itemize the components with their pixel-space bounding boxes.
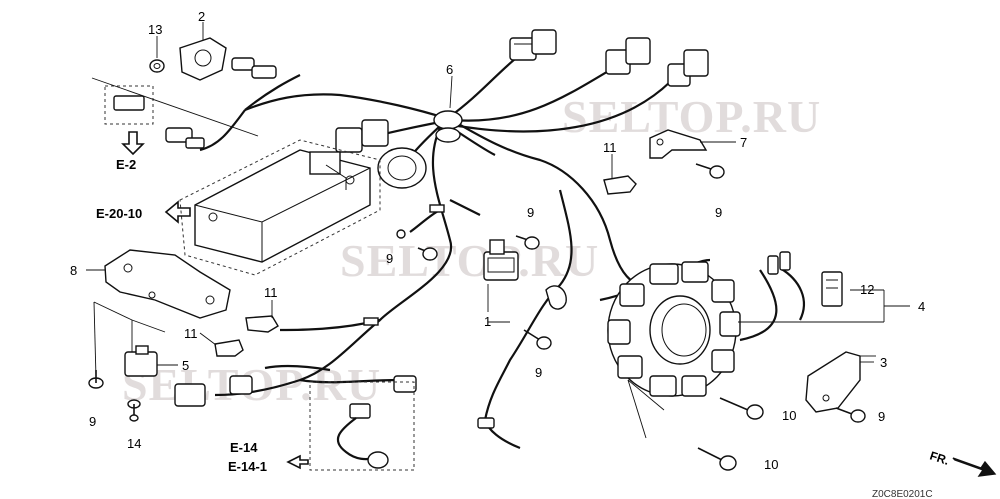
bolt-part-9-upper-right <box>695 163 725 179</box>
callout-9: 9 <box>527 205 534 220</box>
callout-14: 14 <box>127 436 141 451</box>
watermark: SELTOP.RU <box>340 235 599 286</box>
ref-e20-10: E-20-10 <box>96 206 142 221</box>
callout-9: 9 <box>535 365 542 380</box>
relay-part-5 <box>124 345 158 377</box>
connector-bottom <box>477 417 495 429</box>
bracket-part-3 <box>805 351 861 413</box>
sensor-part-2 <box>179 37 277 81</box>
diagram-code: Z0C8E0201C <box>872 489 933 499</box>
arrow-left-icon <box>286 454 309 470</box>
front-direction-label: FR. <box>928 449 951 468</box>
callout-5: 5 <box>182 358 189 373</box>
callout-9: 9 <box>89 414 96 429</box>
callout-9: 9 <box>386 251 393 266</box>
callout-6: 6 <box>446 62 453 77</box>
bolt-part-10-upper <box>719 397 764 420</box>
callout-9: 9 <box>715 205 722 220</box>
watermark: SELTOP.RU <box>562 91 821 142</box>
connector-left-cluster <box>335 119 427 189</box>
bolt-part-9-left <box>88 370 104 389</box>
wire-harness <box>199 54 805 421</box>
callout-9: 9 <box>878 409 885 424</box>
callout-7: 7 <box>740 135 747 150</box>
connector-top-2 <box>605 37 651 75</box>
callout-1: 1 <box>484 314 491 329</box>
relay-part-1 <box>483 239 519 281</box>
stator-part-4 <box>607 261 741 397</box>
bolt-part-14 <box>127 399 141 422</box>
connector-lower-left <box>174 375 417 407</box>
callout-12: 12 <box>860 282 874 297</box>
callout-11: 11 <box>603 140 617 155</box>
bracket-part-7 <box>649 129 708 159</box>
bolt-part-10-lower <box>697 447 737 471</box>
connector-top-3 <box>667 49 709 87</box>
callout-11: 11 <box>184 326 198 341</box>
connector-top-1 <box>509 29 557 61</box>
stator-connector <box>767 251 791 275</box>
callout-8: 8 <box>70 263 77 278</box>
clip-part-11 <box>214 175 637 357</box>
ref-box-e2 <box>91 77 259 156</box>
ref-box-e14 <box>286 381 415 471</box>
ref-e2: E-2 <box>116 157 136 172</box>
callout-10: 10 <box>782 408 796 423</box>
arrow-down-icon <box>121 131 145 156</box>
ref-e14: E-14 <box>230 440 258 455</box>
connector-e2 <box>165 127 205 149</box>
callout-13: 13 <box>148 22 162 37</box>
control-unit <box>179 139 381 276</box>
arrow-left-icon <box>164 200 191 224</box>
ref-e14-1: E-14-1 <box>228 459 267 474</box>
callout-3: 3 <box>880 355 887 370</box>
bolt-part-9-right <box>835 407 866 423</box>
callout-10: 10 <box>764 457 778 472</box>
front-direction-arrow <box>952 457 997 477</box>
callout-2: 2 <box>198 9 205 24</box>
callout-4: 4 <box>918 299 925 314</box>
nut-part-13 <box>149 59 165 73</box>
wire-clip <box>545 285 567 310</box>
tag-part-12 <box>821 271 843 307</box>
bolt-part-9-mid <box>396 229 552 350</box>
bracket-part-8 <box>104 249 231 319</box>
callout-11: 11 <box>264 285 278 300</box>
